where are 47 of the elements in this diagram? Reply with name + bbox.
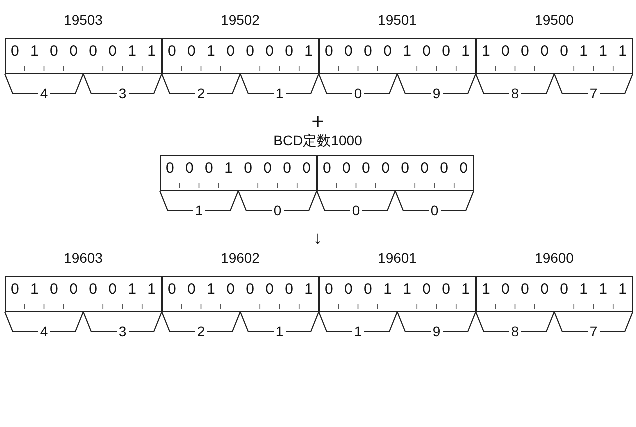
digit-label: 0 — [272, 204, 284, 218]
digit-label: 8 — [509, 324, 522, 340]
digit-label: 7 — [588, 86, 600, 102]
bit-field: 1 0 0 0 0 1 1 1 — [476, 38, 633, 74]
digit-label: 4 — [38, 324, 50, 340]
digit-label: 1 — [193, 204, 206, 218]
digit-label: 1 — [352, 324, 364, 340]
digit-label: 0 — [350, 204, 362, 218]
register-address: 19603 — [63, 250, 104, 266]
digit-label: 3 — [116, 86, 129, 102]
bit-field: 0 1 0 0 0 0 1 1 — [5, 276, 162, 312]
register-address: 19600 — [534, 250, 575, 266]
digit-label: 1 — [274, 86, 286, 102]
register — [162, 250, 319, 312]
bit-field: 0 0 1 0 0 0 0 1 — [162, 276, 319, 312]
constant-title: BCD定数1000 — [272, 134, 364, 148]
digit-label: 9 — [430, 324, 443, 340]
digit-label: 2 — [195, 324, 208, 340]
register-address: 19601 — [377, 250, 418, 266]
digit-label: 0 — [352, 86, 364, 102]
bit-field: 0 0 0 1 1 0 0 1 — [319, 276, 476, 312]
register-address: 19502 — [220, 12, 261, 28]
register — [5, 12, 162, 74]
register-address: 19500 — [534, 12, 575, 28]
register — [5, 250, 162, 312]
register-address: 19503 — [63, 12, 104, 28]
digit-label: 4 — [38, 86, 50, 102]
register — [476, 12, 633, 74]
register-address: 19602 — [220, 250, 261, 266]
digit-label: 7 — [588, 324, 600, 340]
digit-label: 3 — [116, 324, 129, 340]
bit-field: 1 0 0 0 0 1 1 1 — [476, 276, 633, 312]
register — [162, 12, 319, 74]
digit-label: 2 — [195, 86, 208, 102]
register — [319, 250, 476, 312]
register — [476, 250, 633, 312]
digit-label: 8 — [509, 86, 522, 102]
bit-field: 0 0 0 1 0 0 0 0 — [160, 155, 317, 191]
bit-field: 0 1 0 0 0 0 1 1 — [5, 38, 162, 74]
digit-label: 9 — [430, 86, 443, 102]
digit-label: 1 — [274, 324, 286, 340]
register-address: 19501 — [377, 12, 418, 28]
register — [319, 12, 476, 74]
bit-field: 0 0 0 0 1 0 0 1 — [319, 38, 476, 74]
digit-label: 0 — [428, 204, 441, 218]
bit-field: 0 0 0 0 0 0 0 0 — [317, 155, 474, 191]
bit-field: 0 0 1 0 0 0 0 1 — [162, 38, 319, 74]
